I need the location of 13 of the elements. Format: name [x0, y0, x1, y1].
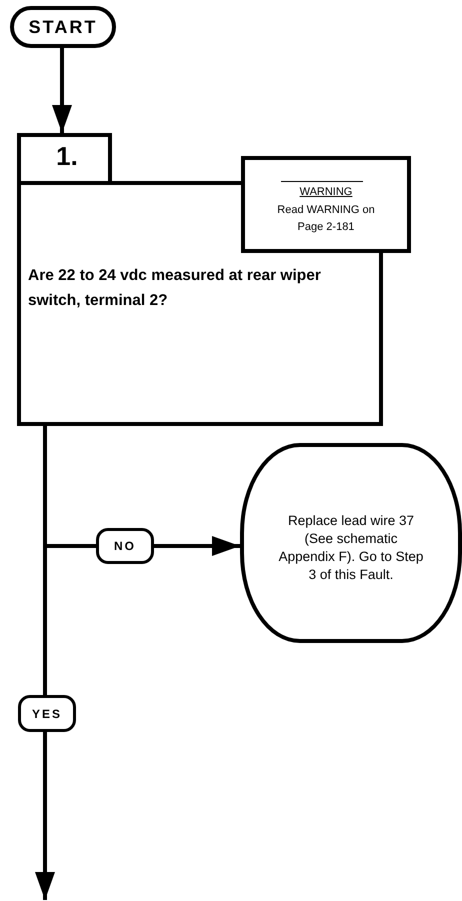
warning-text: Read WARNING on Page 2-181	[276, 203, 376, 235]
action-terminal	[240, 443, 462, 643]
step-number: 1.	[55, 141, 79, 172]
arrow	[52, 48, 72, 133]
action-text: Replace lead wire 37 (See schematic Appendix F). Go to Step 3 of this Fault.	[278, 512, 424, 584]
question-text: Are 22 to 24 vdc measured at rear wiper switch, terminal 2?	[28, 266, 322, 311]
arrow	[35, 426, 55, 900]
warning-heading: WARNING	[300, 186, 352, 198]
start-terminal	[10, 6, 116, 48]
edge-label: NO	[96, 528, 154, 564]
terminal-label: START	[28, 16, 98, 38]
edge-label: YES	[18, 695, 76, 732]
warning-box	[241, 156, 411, 253]
